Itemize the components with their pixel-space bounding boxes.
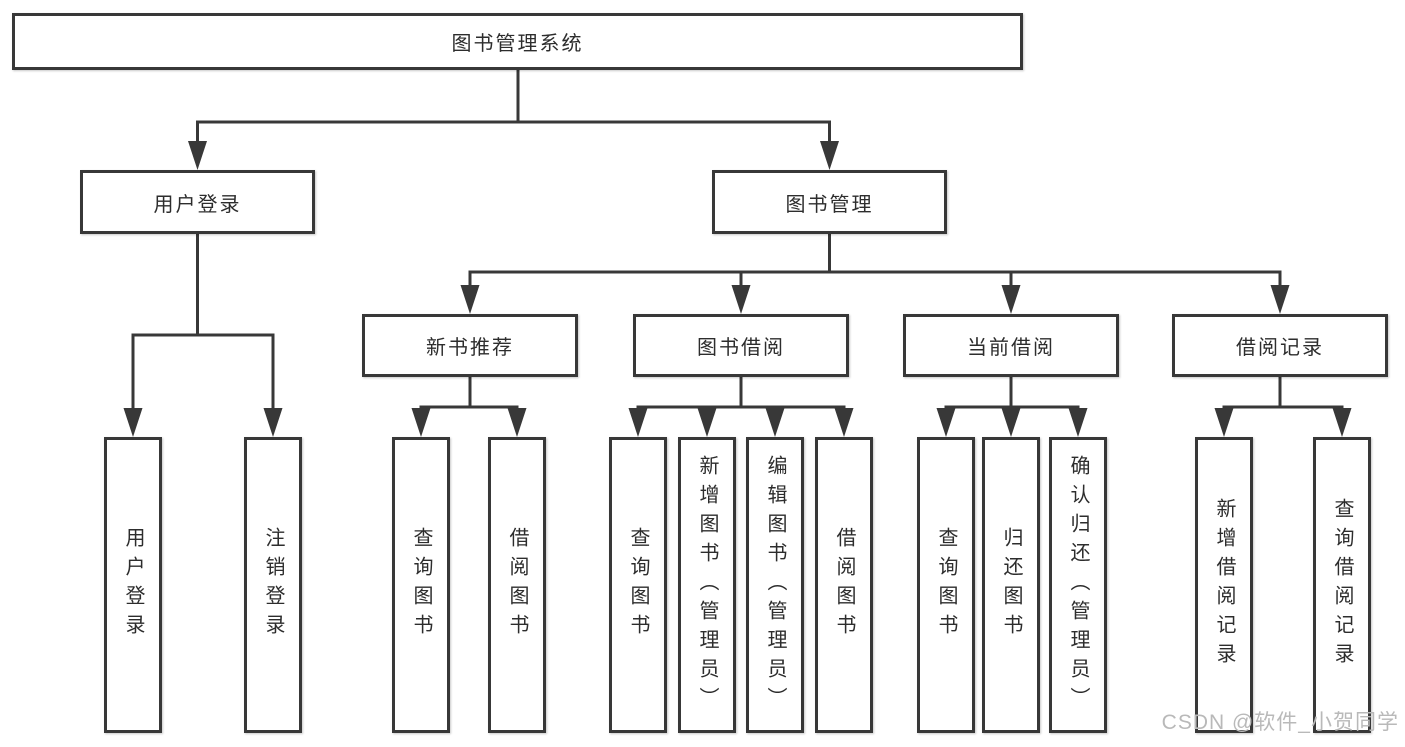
leaf-label: 注销登录: [262, 527, 284, 643]
node-user-login: 用户登录: [80, 170, 315, 234]
leaf-current-return-books: 归还图书: [982, 437, 1040, 733]
node-book-management: 图书管理: [712, 170, 947, 234]
leaf-label: 用户登录: [122, 527, 144, 643]
leaf-current-query-books: 查询图书: [917, 437, 975, 733]
leaf-label: 查询图书: [935, 527, 957, 643]
node-current-borrowing: 当前借阅: [903, 314, 1119, 377]
csdn-watermark: CSDN @软件_小贺同学: [1161, 711, 1399, 734]
leaf-user-login: 用户登录: [104, 437, 162, 733]
leaf-records-add-record: 新增借阅记录: [1195, 437, 1253, 733]
node-book-borrowing: 图书借阅: [633, 314, 849, 377]
leaf-label: 新增借阅记录: [1213, 498, 1235, 672]
leaf-label: 查询图书: [627, 527, 649, 643]
leaf-label: 确认归还（管理员）: [1067, 454, 1089, 716]
leaf-label: 查询图书: [410, 527, 432, 643]
leaf-logout-login: 注销登录: [244, 437, 302, 733]
leaf-recommend-query-books: 查询图书: [392, 437, 450, 733]
leaf-recommend-borrow-books: 借阅图书: [488, 437, 546, 733]
leaf-borrowing-borrow-books: 借阅图书: [815, 437, 873, 733]
leaf-records-query-record: 查询借阅记录: [1313, 437, 1371, 733]
node-root: 图书管理系统: [12, 13, 1023, 70]
leaf-borrowing-add-books-admin: 新增图书（管理员）: [678, 437, 736, 733]
leaf-label: 借阅图书: [506, 527, 528, 643]
node-borrowing-records: 借阅记录: [1172, 314, 1388, 377]
leaf-label: 新增图书（管理员）: [696, 454, 718, 716]
leaf-label: 编辑图书（管理员）: [764, 454, 786, 716]
leaf-borrowing-query-books: 查询图书: [609, 437, 667, 733]
leaf-current-confirm-return-admin: 确认归还（管理员）: [1049, 437, 1107, 733]
node-new-book-recommend: 新书推荐: [362, 314, 578, 377]
leaf-label: 借阅图书: [833, 527, 855, 643]
leaf-label: 归还图书: [1000, 527, 1022, 643]
leaf-label: 查询借阅记录: [1331, 498, 1353, 672]
leaf-borrowing-edit-books-admin: 编辑图书（管理员）: [746, 437, 804, 733]
